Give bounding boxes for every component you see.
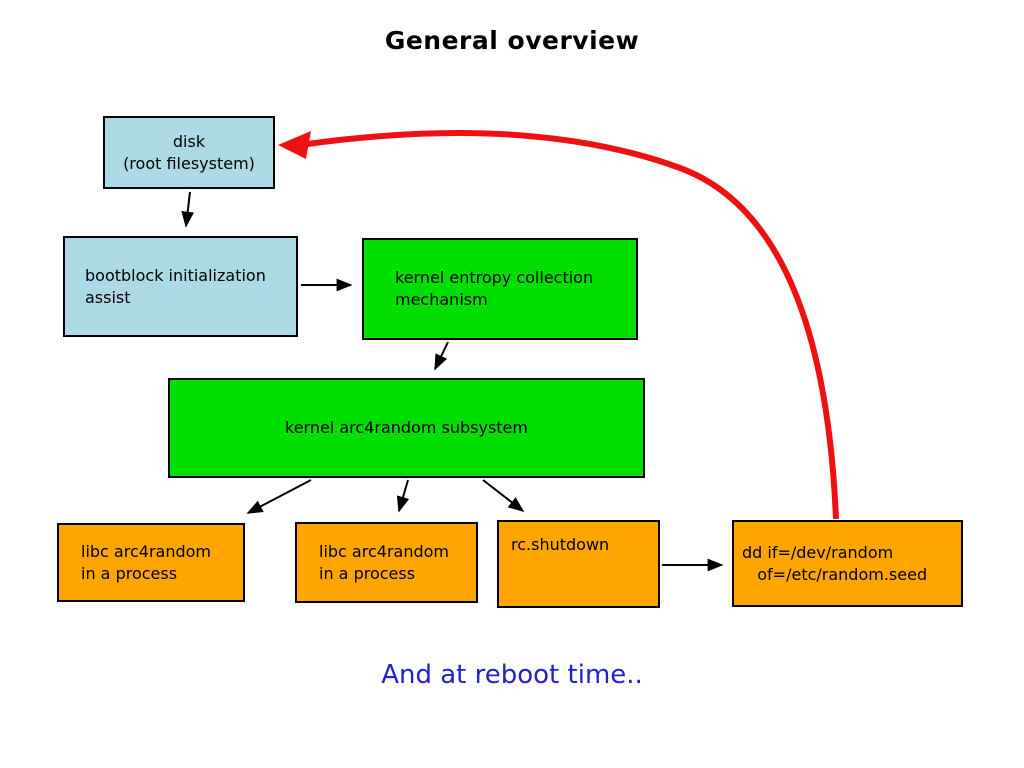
node-kernel-arc4random-subsystem: kernel arc4random subsystem	[168, 378, 645, 478]
arrow-arc4-to-libc2	[396, 479, 410, 513]
page-title: General overview	[384, 26, 640, 55]
reboot-arrow-head-icon	[278, 131, 311, 159]
node-disk: disk (root filesystem)	[103, 116, 275, 189]
reboot-note: And at reboot time..	[381, 660, 643, 690]
node-libc-arc4random-1-label: libc arc4random in a process	[81, 541, 211, 583]
node-bootblock-init: bootblock initialization assist	[63, 236, 298, 337]
node-kernel-entropy-collection: kernel entropy collection mechanism	[362, 238, 638, 340]
node-dd-random-seed-label: dd if=/dev/random of=/etc/random.seed	[742, 542, 928, 584]
node-libc-arc4random-2-label: libc arc4random in a process	[319, 541, 449, 583]
node-kernel-entropy-collection-label: kernel entropy collection mechanism	[395, 268, 594, 309]
node-dd-random-seed: dd if=/dev/random of=/etc/random.seed	[732, 520, 963, 607]
node-libc-arc4random-2: libc arc4random in a process	[295, 522, 478, 603]
node-disk-label: disk (root filesystem)	[123, 131, 255, 173]
arrow-entropy-to-arc4	[434, 341, 449, 371]
arrow-arc4-to-libc1	[246, 479, 312, 514]
node-kernel-arc4random-subsystem-label: kernel arc4random subsystem	[285, 418, 528, 437]
arrow-disk-to-bootblock	[181, 191, 195, 228]
arrow-arc4-to-rcshutdown	[482, 479, 525, 512]
node-bootblock-init-label: bootblock initialization assist	[85, 265, 266, 307]
node-rc-shutdown-label: rc.shutdown	[511, 535, 610, 554]
node-rc-shutdown: rc.shutdown	[497, 520, 660, 608]
node-libc-arc4random-1: libc arc4random in a process	[57, 523, 245, 602]
